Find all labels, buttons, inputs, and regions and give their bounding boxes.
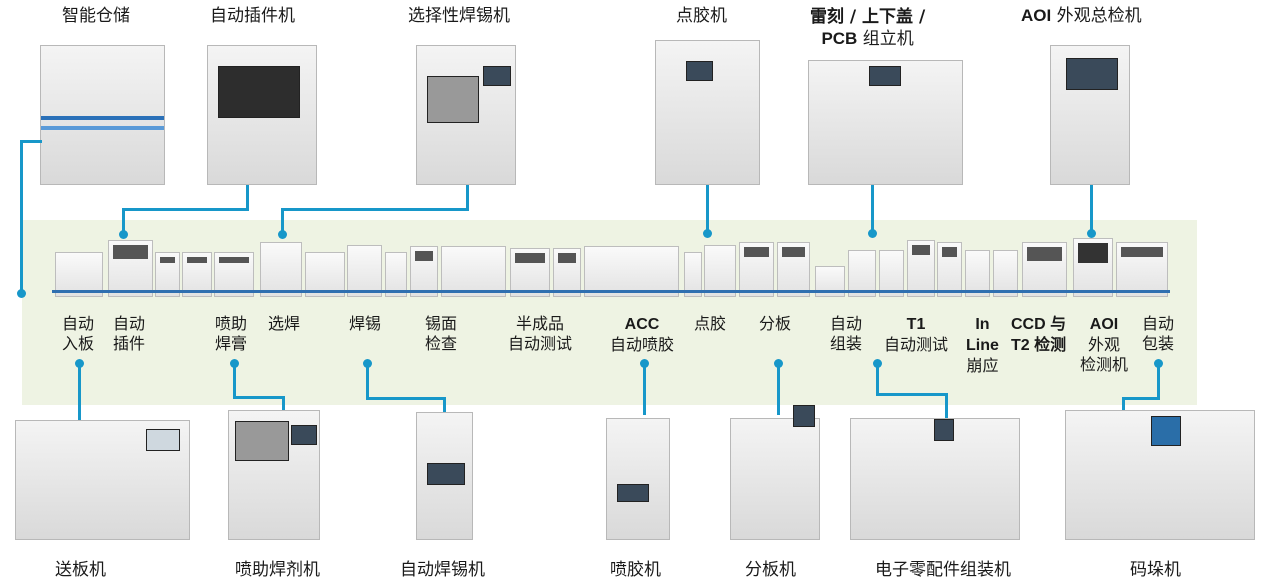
machine-dispenser — [655, 40, 760, 185]
top-label-selective-solder: 选择性焊锡机 — [408, 6, 510, 26]
machine-selective-solder — [416, 45, 516, 185]
machine-auto-insertion — [207, 45, 317, 185]
bottom-label-component-assembly: 电子零配件组装机 — [875, 560, 1011, 580]
station-label: 焊锡 — [349, 314, 382, 333]
station-label: 选焊 — [268, 314, 301, 333]
bottom-label-palletizer: 码垛机 — [1130, 560, 1181, 580]
dot-aoi — [1087, 229, 1096, 238]
station-label: 半成品自动测试 — [508, 314, 573, 353]
top-label-laser-pcb: PCB — [821, 29, 858, 48]
line-module — [155, 252, 180, 297]
top-label-auto-insertion: 自动插件机 — [210, 6, 295, 26]
line-module — [907, 240, 935, 297]
bottom-label-glue-sprayer: 喷胶机 — [610, 560, 661, 580]
bottom-label-depanel: 分板机 — [745, 560, 796, 580]
machine-auto-soldering — [416, 412, 473, 540]
dot-dispenser — [703, 229, 712, 238]
machine-board-feeder — [15, 420, 190, 540]
line-module — [1022, 242, 1067, 297]
line-module — [553, 248, 581, 297]
station-label: 点胶 — [694, 314, 727, 333]
bottom-label-board-feeder: 送板机 — [55, 560, 106, 580]
machine-flux-sprayer — [228, 410, 320, 540]
top-label-aoi-inspection: AOI 外观总检机 — [1021, 6, 1142, 26]
dot-laser — [868, 229, 877, 238]
machine-smart-storage — [40, 45, 165, 185]
station-label: 自动组装 — [830, 314, 863, 353]
machine-component-assembly — [850, 418, 1020, 540]
station-label: 自动插件 — [113, 314, 146, 353]
dot-insertion — [119, 230, 128, 239]
line-module — [182, 252, 212, 297]
machine-laser-assembly — [808, 60, 963, 185]
line-module — [510, 248, 550, 297]
station-label: 分板 — [759, 314, 792, 333]
top-label-dispenser: 点胶机 — [676, 6, 727, 26]
machine-aoi-inspection — [1050, 45, 1130, 185]
machine-depanel — [730, 405, 820, 540]
line-module — [848, 250, 876, 297]
conveyor-belt — [52, 290, 1170, 293]
line-module — [214, 252, 254, 297]
line-module — [305, 252, 345, 297]
line-module — [347, 245, 382, 297]
top-label-laser-assembly: 雷刻 / 上下盖 / PCB 组立机 — [810, 6, 925, 50]
dot-selective-solder — [278, 230, 287, 239]
station-label: 锡面检查 — [425, 314, 458, 353]
line-module — [55, 252, 103, 297]
line-module — [777, 242, 810, 297]
line-module — [441, 246, 506, 297]
station-label: 自动入板 — [62, 314, 95, 353]
top-label-aoi-a: AOI — [1021, 6, 1052, 25]
line-module — [879, 250, 904, 297]
machine-glue-sprayer — [606, 418, 670, 540]
line-module — [965, 250, 990, 297]
line-module — [385, 252, 407, 297]
line-module — [993, 250, 1018, 297]
bottom-label-auto-soldering: 自动焊锡机 — [400, 560, 485, 580]
top-label-smart-storage: 智能仓储 — [62, 6, 130, 26]
top-label-laser-line1: 雷刻 / 上下盖 / — [810, 7, 926, 27]
station-label: 喷助焊膏 — [215, 314, 248, 353]
bottom-label-flux-sprayer: 喷助焊剂机 — [235, 560, 320, 580]
machine-palletizer — [1065, 410, 1255, 540]
line-module — [937, 242, 962, 297]
line-module — [108, 240, 153, 297]
line-module — [704, 245, 736, 297]
line-module — [260, 242, 302, 297]
top-label-aoi-b: 外观总检机 — [1051, 6, 1142, 26]
line-module — [584, 246, 679, 297]
dot-storage — [17, 289, 26, 298]
line-module — [684, 252, 702, 297]
line-module — [1073, 238, 1113, 297]
line-module — [1116, 242, 1168, 297]
line-module — [739, 242, 774, 297]
top-label-laser-assembler: 组立机 — [857, 29, 914, 49]
line-module — [410, 246, 438, 297]
station-label: 自动包装 — [1142, 314, 1175, 353]
